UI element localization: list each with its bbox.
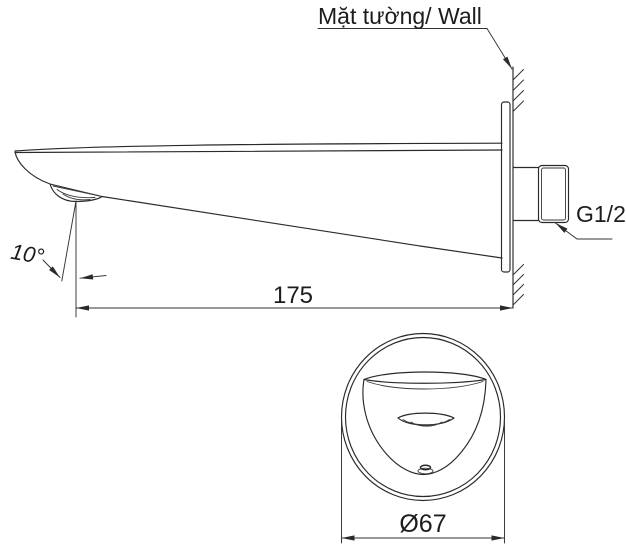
wall-hatching <box>512 69 524 306</box>
flange-circle-outer <box>340 332 506 502</box>
wall-leader-arrow <box>486 28 513 70</box>
angle-leader-arrow <box>42 259 61 278</box>
diameter-dimension-label: Ø67 <box>399 510 446 538</box>
aerator-front <box>397 412 455 427</box>
spout-bottom-edge <box>101 195 503 259</box>
wall-leader <box>317 28 513 70</box>
angle-arrow-horizontal <box>79 274 107 280</box>
thread-connector <box>512 164 570 224</box>
thread-label: G1/2 <box>576 201 626 227</box>
angle-extension-slanted <box>61 200 77 282</box>
side-view: Mặt tường/ Wall G1/2 10° 175 <box>9 3 626 318</box>
wall-label: Mặt tường/ Wall <box>318 3 482 29</box>
thread-leader <box>555 222 613 240</box>
flange-circle-inner <box>344 336 502 498</box>
angle-label: 10° <box>9 239 46 269</box>
spout-outlet <box>49 183 103 203</box>
spout-front-outline <box>362 371 487 476</box>
drain-button <box>417 464 434 475</box>
spout-top-edge <box>14 142 503 152</box>
thread-block-outer <box>537 164 570 224</box>
dimension-diameter-67 <box>341 420 505 544</box>
front-view: Ø67 <box>340 332 506 544</box>
spout-top-edge-inner <box>14 149 503 154</box>
wall-flange-plate <box>500 101 511 273</box>
thread-block-inner <box>541 167 566 221</box>
spout-front-curve <box>14 151 51 185</box>
dimension-angle-10 <box>42 200 107 318</box>
spout-body <box>14 142 503 259</box>
length-dimension-label: 175 <box>273 282 313 309</box>
